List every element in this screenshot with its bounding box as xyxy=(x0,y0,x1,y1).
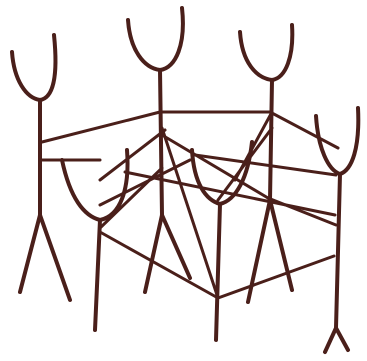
stick-figure-4 xyxy=(62,150,128,330)
figure-3-left-leg xyxy=(248,200,270,302)
figure-6-feet xyxy=(325,328,348,352)
figure-4-body xyxy=(95,220,100,330)
figure-1-right-leg xyxy=(40,215,70,300)
connection-lines xyxy=(42,112,338,298)
figure-2-body xyxy=(160,70,162,215)
link-5-6 xyxy=(218,256,334,298)
stick-figure-1 xyxy=(12,35,70,300)
figure-2-left-leg xyxy=(145,215,162,292)
figure-3-body xyxy=(270,80,272,200)
link-3-6-low xyxy=(268,198,336,225)
link-1-6-long xyxy=(125,172,335,215)
link-3-6 xyxy=(270,112,338,148)
stick-figure-6 xyxy=(316,108,358,352)
figure-5-body xyxy=(216,204,220,340)
figure-6-body xyxy=(336,174,340,328)
figure-1-left-leg xyxy=(20,215,40,292)
link-1-2 xyxy=(42,112,160,142)
figure-3-head-arms xyxy=(240,25,292,80)
figure-1-head-arms xyxy=(12,35,55,100)
figure-2-head-arms xyxy=(128,8,183,70)
link-2-6 xyxy=(195,155,336,175)
